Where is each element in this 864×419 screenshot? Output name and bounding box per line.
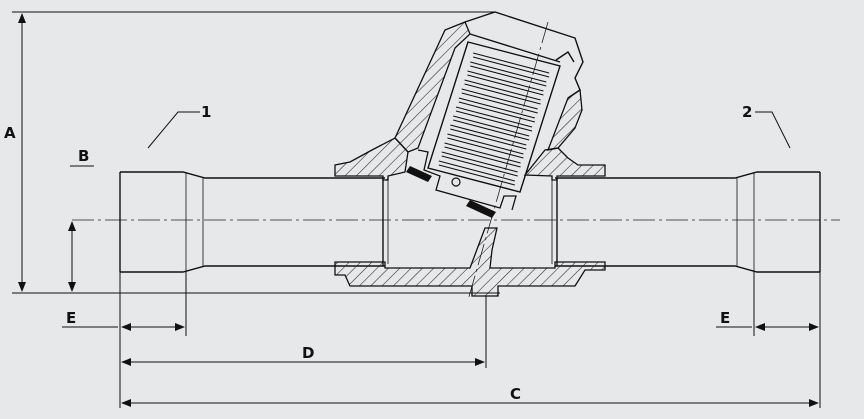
filter-fin — [450, 124, 527, 146]
cartridge-base — [417, 149, 517, 211]
right-pipe — [551, 171, 821, 273]
seal-right — [466, 200, 496, 218]
label-outlet: 2 — [742, 103, 752, 121]
seal-left — [406, 166, 432, 182]
filter-fin — [438, 164, 515, 186]
filter-fin — [453, 115, 530, 137]
filter-fin — [453, 119, 530, 141]
label-A: A — [4, 124, 16, 142]
label-inlet: 1 — [201, 103, 211, 121]
cartridge-outline — [427, 41, 561, 193]
bonnet-left-wall — [394, 21, 471, 153]
filter-fin — [441, 155, 518, 177]
dimensions — [12, 11, 821, 408]
filter-fin — [458, 101, 535, 123]
filter-fin — [461, 88, 538, 110]
seals — [406, 166, 496, 218]
leader-2 — [755, 111, 791, 149]
cap — [464, 11, 584, 99]
labels: A B E E D C 1 2 — [4, 103, 752, 403]
filter-fin — [464, 79, 541, 101]
center-lines — [72, 21, 840, 301]
filter-fin — [447, 133, 524, 155]
filter-fin — [470, 61, 547, 83]
filter-fin — [464, 83, 541, 105]
valve-body — [334, 21, 606, 297]
body-right-shoulder — [523, 147, 606, 181]
filter-fin — [455, 110, 533, 132]
filter-fin — [467, 70, 544, 92]
centre-pin — [451, 177, 461, 187]
filter-fin — [455, 106, 533, 128]
label-B: B — [78, 147, 89, 165]
filter-fin — [461, 92, 538, 114]
filter-fin — [467, 74, 544, 96]
filter-fin — [441, 151, 518, 173]
filter-fin — [473, 52, 550, 74]
filter-fin — [447, 137, 524, 159]
label-D: D — [302, 344, 314, 362]
filter-fin — [470, 65, 547, 87]
filter-fin — [458, 97, 535, 119]
filter-fin — [438, 160, 515, 182]
label-E-left: E — [66, 309, 76, 327]
filter-fin — [473, 56, 550, 78]
body-left-shoulder — [334, 137, 409, 181]
filter-fin — [444, 146, 521, 168]
filter-cartridge — [417, 41, 561, 211]
filter-fin — [444, 142, 521, 164]
body-lower-section — [334, 227, 606, 297]
filter-fins — [438, 52, 550, 186]
filter-fin — [450, 128, 527, 150]
label-E-right: E — [720, 309, 730, 327]
label-C: C — [510, 385, 521, 403]
bonnet-right-wall — [546, 88, 583, 151]
left-pipe — [119, 171, 389, 273]
leader-1 — [147, 111, 200, 149]
